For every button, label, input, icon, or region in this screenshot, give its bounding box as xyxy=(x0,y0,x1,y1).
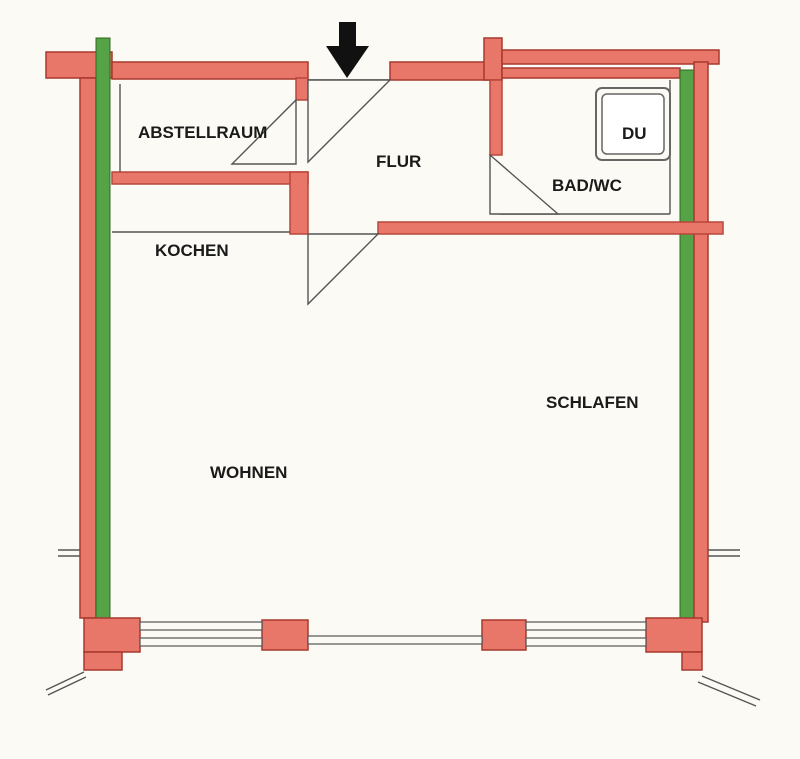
room-label-du: DU xyxy=(622,124,647,143)
left-wall xyxy=(58,37,111,621)
room-label-wohnen: WOHNEN xyxy=(210,463,287,482)
room-label-schlafen: SCHLAFEN xyxy=(546,393,639,412)
window-middle xyxy=(307,635,483,645)
room-label-flur: FLUR xyxy=(376,152,421,171)
bad-door xyxy=(489,153,560,215)
shower-tray-icon xyxy=(595,87,671,161)
right-wall xyxy=(679,61,740,623)
entrance-door xyxy=(307,79,392,164)
doors xyxy=(230,79,560,306)
interior-walls xyxy=(111,77,724,235)
room-label-abstellraum: ABSTELLRAUM xyxy=(138,123,267,142)
arrow-down-icon xyxy=(326,22,369,78)
room-label-kochen: KOCHEN xyxy=(155,241,229,260)
bottom-wall xyxy=(45,617,761,707)
window-right xyxy=(525,621,647,647)
top-wall xyxy=(45,37,720,81)
abstellraum-door xyxy=(230,98,297,165)
wohnen-door xyxy=(307,233,380,306)
window-left xyxy=(139,621,263,647)
room-label-bad-wc: BAD/WC xyxy=(552,176,622,195)
